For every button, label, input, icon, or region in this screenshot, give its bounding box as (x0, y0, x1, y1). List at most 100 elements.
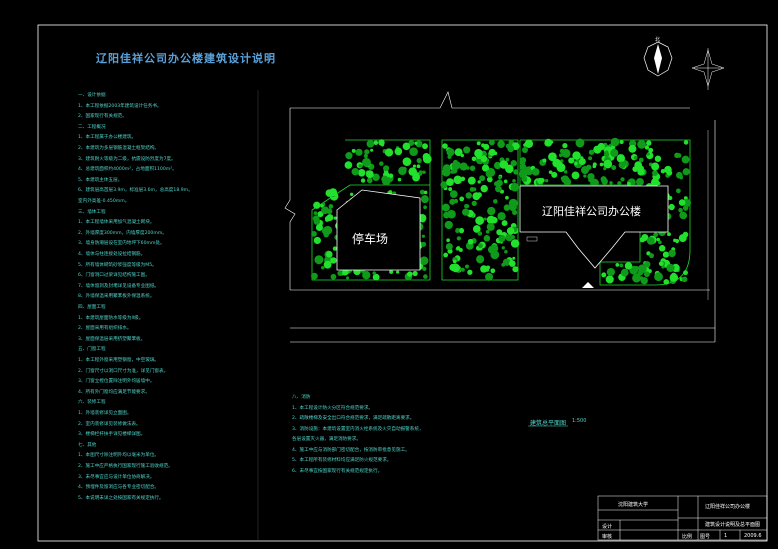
tree-mark (575, 138, 585, 148)
tree-mark (675, 171, 683, 179)
tree-mark (605, 275, 614, 284)
note-line: 2、室内装修详见装修做法表。 (78, 421, 141, 427)
tree-mark (372, 271, 376, 275)
tree-mark (421, 241, 427, 247)
tree-mark (578, 158, 586, 166)
tree-mark (464, 264, 470, 269)
tree-mark (488, 207, 496, 214)
tree-mark (462, 208, 470, 216)
tree-mark (415, 140, 423, 148)
tree-mark (493, 161, 502, 170)
tree-mark (610, 137, 620, 147)
tree-mark (497, 212, 506, 221)
tree-mark (618, 161, 626, 169)
tree-mark (676, 188, 681, 194)
tree-mark (597, 142, 605, 151)
note-line: 4、施工中应与消防部门密切配合，按消防审批意见施工。 (292, 447, 410, 453)
tree-mark (351, 148, 356, 153)
tree-mark (512, 179, 516, 183)
tree-mark (486, 222, 495, 231)
tree-mark (320, 204, 324, 208)
tree-mark (321, 266, 325, 270)
tree-mark (512, 185, 516, 189)
tree-mark (408, 140, 415, 146)
tree-mark (606, 267, 615, 277)
tree-mark (449, 190, 458, 199)
tree-mark (510, 160, 517, 167)
tree-mark (453, 175, 463, 185)
tree-mark (379, 161, 384, 166)
tree-mark (467, 269, 473, 275)
site-plan-caption: 建筑总平面图 (530, 420, 567, 427)
note-line: 7、墙体留洞及封堵详见设备专业图纸。 (78, 283, 160, 289)
tree-mark (452, 259, 457, 264)
tree-mark (675, 238, 680, 244)
tree-mark (345, 152, 353, 160)
tree-mark (646, 236, 655, 245)
tree-mark (615, 262, 620, 267)
note-line: 二、工程概况 (78, 124, 106, 130)
tree-mark (466, 166, 470, 170)
tree-mark (590, 178, 599, 188)
tree-mark (412, 270, 418, 277)
tree-mark (637, 140, 646, 149)
tree-mark (601, 272, 607, 278)
tree-mark (469, 165, 476, 172)
title-block-design-label: 设计 (602, 524, 613, 530)
tree-mark (651, 162, 660, 171)
note-line: 2、疏散楼梯及安全出口符合规范要求，满足疏散距离要求。 (292, 416, 415, 421)
tree-mark (656, 237, 660, 242)
note-line: 1、本工程属于办公楼建筑。 (78, 135, 137, 141)
tree-mark (537, 177, 544, 185)
tree-mark (491, 216, 498, 224)
tree-mark (550, 140, 554, 144)
note-line: 各层设置灭火器，满足消防要求。 (292, 437, 361, 442)
tree-mark (678, 234, 687, 243)
tree-mark (314, 255, 324, 265)
tree-mark (632, 166, 639, 172)
tree-mark (521, 173, 526, 178)
tree-mark (471, 200, 477, 207)
tree-mark (346, 276, 350, 280)
tree-mark (442, 143, 448, 149)
tree-mark (362, 157, 371, 167)
note-line: 五、门窗工程 (78, 347, 106, 353)
tree-mark (624, 262, 633, 270)
tree-mark (388, 173, 394, 179)
note-line: 4、墙体与柱连接处设拉结钢筋。 (78, 252, 146, 257)
tree-mark (644, 145, 650, 150)
tree-mark (446, 148, 455, 157)
note-line: 5、本建筑主体五层。 (78, 177, 123, 183)
tree-mark (357, 169, 366, 177)
tree-mark (668, 195, 673, 201)
tree-mark (490, 268, 496, 274)
tree-mark (503, 179, 508, 184)
tree-mark (674, 152, 680, 159)
tree-mark (519, 157, 527, 164)
tree-mark (358, 164, 363, 168)
tree-mark (510, 239, 520, 248)
note-line: 6、未尽事宜按国家现行有关规范规定执行。 (292, 468, 383, 474)
tree-mark (455, 228, 460, 234)
tree-mark (422, 154, 432, 164)
tree-mark (654, 155, 662, 162)
tree-mark (467, 238, 474, 245)
tree-mark (679, 211, 687, 220)
tree-mark (603, 167, 607, 171)
tree-mark (663, 279, 670, 285)
tree-mark (628, 144, 637, 153)
tree-mark (601, 177, 608, 185)
tree-mark (446, 238, 450, 243)
tree-mark (616, 154, 626, 163)
tree-mark (531, 168, 540, 176)
tree-mark (480, 155, 488, 163)
tree-mark (488, 139, 495, 146)
tree-mark (644, 261, 651, 268)
note-line: 一、设计依据 (78, 93, 106, 98)
tree-mark (617, 181, 622, 186)
tree-mark (328, 204, 334, 209)
tree-mark (501, 220, 508, 227)
tree-mark (422, 266, 427, 272)
tree-mark (388, 190, 393, 195)
tree-mark (636, 177, 644, 186)
